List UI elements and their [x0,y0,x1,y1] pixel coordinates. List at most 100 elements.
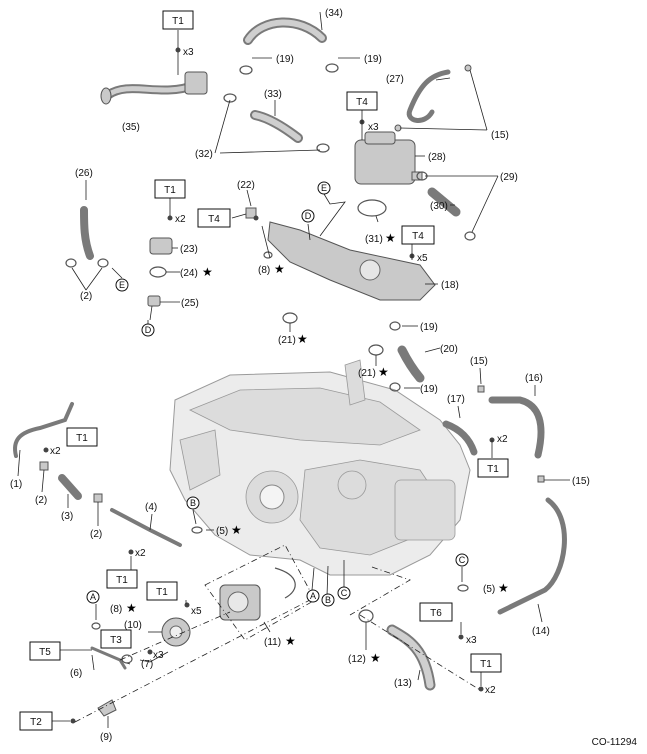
marker-e-left: E [115,278,129,292]
quantities: x3 x3 x2 x5 x2 x2 x5 x3 x2 x3 x2 [50,47,508,696]
svg-text:T4: T4 [412,231,424,242]
qty-11: x5 [191,606,202,617]
part-28-housing [354,131,423,185]
svg-text:T5: T5 [39,647,51,658]
callout-24: (24) [180,268,198,279]
part-35-coolant-pipe [100,71,208,105]
callout-5-b: (5) [483,584,495,595]
torque-t2: T2 [19,711,53,731]
callout-22: (22) [237,180,255,191]
callout-8-b: (8) [258,265,270,276]
callout-7: (7) [141,659,153,670]
marker-b-left: B [186,496,200,510]
part-15-clamp-a [477,385,485,393]
torque-t4-right: T4 [401,225,435,245]
svg-text:T1: T1 [156,587,168,598]
callout-19-c: (19) [420,322,438,333]
callout-26: (26) [75,168,93,179]
svg-text:★: ★ [297,332,308,346]
callout-21-b: (21) [358,368,376,379]
callout-23: (23) [180,244,198,255]
qty-1: x2 [50,446,61,457]
callout-20: (20) [440,344,458,355]
part-callouts: (34) (19) (19) (27) (33) (35) (15) (32) … [10,8,590,743]
callout-19-d: (19) [420,384,438,395]
callout-32: (32) [195,149,213,160]
part-11-water-pump [219,584,261,621]
qty-35: x3 [183,47,194,58]
part-27-hose [394,64,472,132]
qty-23: x2 [175,214,186,225]
callout-2-b-left: (2) [35,495,47,506]
torque-t1-pump: T1 [146,581,178,601]
svg-text:T3: T3 [110,635,122,646]
qty-14: x3 [466,635,477,646]
svg-text:T4: T4 [356,97,368,108]
callout-19-a: (19) [276,54,294,65]
svg-text:★: ★ [231,523,242,537]
part-24-o-ring [149,266,167,278]
part-13-coolant-pipe [386,624,436,691]
callout-35: (35) [122,122,140,133]
qty-18: x5 [417,253,428,264]
part-21-o-ring-b [368,344,384,356]
svg-text:T1: T1 [76,433,88,444]
torque-t1-pipe4: T1 [106,569,138,589]
torque-t1-left: T1 [66,427,98,447]
part-26-hose [65,206,109,268]
marker-a-engine: A [306,589,320,603]
callout-4: (4) [145,502,157,513]
svg-text:B: B [190,498,196,508]
engine-block [169,359,471,576]
qty-4: x2 [135,548,146,559]
water-pump-gasket [274,567,296,599]
marker-a-left: A [86,590,100,604]
part-3-hose [58,474,82,500]
part-17-hose [442,420,478,456]
callout-19-b: (19) [364,54,382,65]
part-2-clamp-b [93,493,103,503]
callout-33: (33) [264,89,282,100]
svg-text:★: ★ [378,365,389,379]
callout-31: (31) [365,234,383,245]
svg-text:D: D [305,211,312,221]
svg-text:★: ★ [285,634,296,648]
callout-11: (11) [264,637,281,648]
svg-text:D: D [145,325,152,335]
svg-text:B: B [325,595,331,605]
svg-text:T4: T4 [208,214,220,225]
torque-t5: T5 [29,641,61,661]
torque-t3: T3 [100,629,132,649]
part-21-o-ring-a [282,312,298,324]
svg-text:T1: T1 [164,185,176,196]
callout-27: (27) [386,74,404,85]
part-1-pipe [13,402,74,458]
svg-text:T2: T2 [30,717,42,728]
hose-clamps-upper [223,63,339,153]
callout-16: (16) [525,373,543,384]
svg-text:★: ★ [202,265,213,279]
part-10-pulley [161,617,191,647]
replace-stars: ★ ★ ★ ★ ★ ★ ★ ★ ★ ★ [126,231,509,665]
svg-text:T1: T1 [487,464,499,475]
callout-29: (29) [500,172,518,183]
qty-13: x2 [485,685,496,696]
svg-text:A: A [310,591,316,601]
part-16-hose [488,396,545,459]
part-8-o-ring-a [91,622,101,630]
marker-d-left: D [141,323,155,337]
part-23-bracket [149,237,173,255]
part-5-o-ring-a [191,526,203,534]
svg-text:A: A [90,592,96,602]
svg-text:C: C [459,555,466,565]
part-31-o-ring [357,199,387,217]
marker-e-top: E [317,181,331,195]
callout-18: (18) [441,280,459,291]
callout-2-c: (2) [90,529,102,540]
marker-c-engine: C [337,586,351,600]
part-25-fitting [147,295,161,307]
part-14-pipe [497,497,567,615]
part-30-hose [416,171,476,241]
part-20-hose [389,321,425,392]
